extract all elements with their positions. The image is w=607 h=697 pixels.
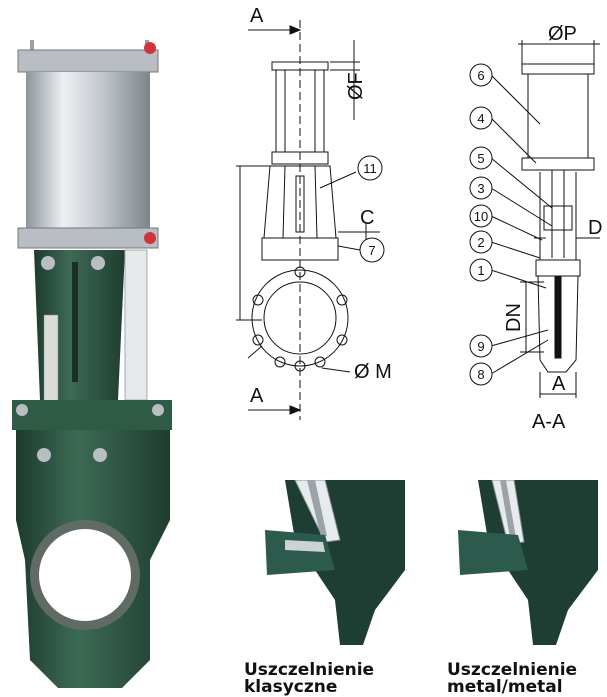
seal-classic-line2: klasyczne (244, 677, 338, 697)
section-label-a-top: A (250, 5, 264, 27)
dim-f-label: ØF (345, 72, 367, 100)
dim-m-label: Ø M (354, 361, 392, 383)
valve-photo (12, 40, 172, 688)
seal-metal-caption: Uszczelnienie metal/metal (447, 662, 577, 696)
dim-dn-label: DN (503, 303, 525, 332)
seal-metal-line1: Uszczelnienie (447, 660, 578, 680)
seal-classic-render (265, 480, 405, 645)
front-view-drawing: A A ØF C Ø M 11 7 (236, 5, 392, 420)
section-label-a-bottom: A (250, 385, 264, 407)
dim-c-label: C (360, 207, 374, 229)
callout-8: 8 (477, 367, 484, 382)
section-view-drawing: 6 4 5 3 10 2 1 9 8 ØP D DN A A-A (469, 23, 602, 433)
callout-4: 4 (477, 111, 484, 126)
callout-9: 9 (477, 339, 484, 354)
section-title: A-A (532, 411, 566, 433)
callout-6: 6 (477, 68, 484, 83)
callout-7: 7 (368, 243, 375, 258)
dim-a-label: A (552, 373, 566, 395)
callout-10: 10 (474, 209, 488, 224)
dim-d-label: D (588, 217, 602, 239)
seal-classic-caption: Uszczelnienie klasyczne (244, 662, 374, 696)
callout-11: 11 (363, 161, 377, 176)
seal-classic-line1: Uszczelnienie (244, 660, 375, 680)
seal-metal-render (458, 480, 598, 645)
callout-3: 3 (477, 181, 484, 196)
callout-1: 1 (477, 263, 484, 278)
dim-p-label: ØP (548, 23, 577, 45)
callout-5: 5 (477, 151, 484, 166)
callout-2: 2 (477, 235, 484, 250)
seal-metal-line2: metal/metal (447, 677, 563, 697)
